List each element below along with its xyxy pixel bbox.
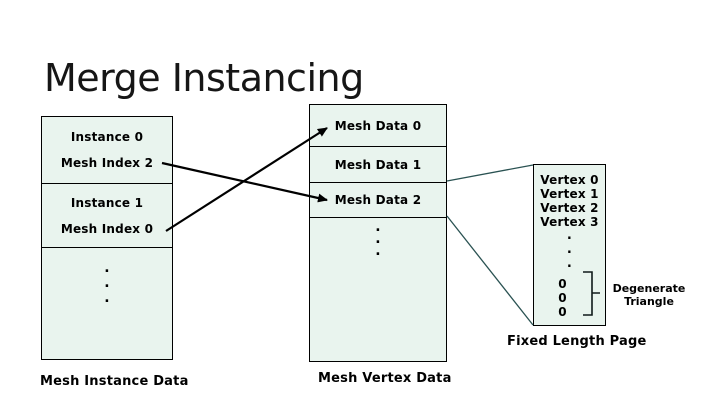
- ellipsis-dot: .: [375, 219, 381, 235]
- mesh-data-1-label: Mesh Data 1: [334, 157, 422, 172]
- arrow-mesh-index0-to-mesh-data0: [165, 127, 328, 232]
- instance-0-label: Instance 0: [70, 130, 144, 144]
- ellipsis-dot: .: [566, 242, 573, 257]
- degenerate-zero: 0: [558, 305, 567, 319]
- fixed-length-page-caption: Fixed Length Page: [507, 334, 647, 349]
- instance-table-box: Instance 0 Mesh Index 2 Instance 1 Mesh …: [41, 116, 173, 360]
- mesh-index-0-label: Mesh Index 0: [60, 221, 154, 236]
- ellipsis-dot: .: [375, 231, 381, 247]
- mesh-table-caption: Mesh Vertex Data: [318, 371, 452, 386]
- mesh-data-ellipsis-cell: . . .: [310, 217, 446, 363]
- ellipsis-dot: .: [104, 290, 110, 306]
- instance-table-caption: Mesh Instance Data: [40, 374, 189, 389]
- ellipsis-dot: .: [375, 243, 381, 259]
- degenerate-triangle-annotation: Degenerate Triangle: [610, 282, 688, 308]
- mesh-index-2-label: Mesh Index 2: [60, 156, 154, 170]
- connector-meshdata2-top-to-page: [446, 164, 534, 182]
- vertex-page-box: Vertex 0 Vertex 1 Vertex 2 Vertex 3 . . …: [533, 164, 606, 326]
- vertex-0-label: Vertex 0: [540, 173, 599, 187]
- arrow-mesh-index2-to-mesh-data2: [161, 161, 328, 203]
- ellipsis-dot: .: [566, 256, 573, 271]
- instance-ellipsis-cell: . . .: [42, 247, 172, 361]
- ellipsis-dot: .: [104, 275, 110, 291]
- vertex-1-label: Vertex 1: [540, 187, 599, 201]
- ellipsis-dot: .: [104, 260, 110, 276]
- instance-1-label: Instance 1: [70, 195, 144, 210]
- slide-title: Merge Instancing: [44, 56, 364, 100]
- vertex-3-label: Vertex 3: [540, 215, 599, 229]
- degenerate-annotation-line2: Triangle: [624, 295, 674, 308]
- degenerate-annotation-line1: Degenerate: [612, 282, 686, 295]
- degenerate-zero: 0: [558, 291, 567, 305]
- instance-cell-1: Instance 1 Mesh Index 0: [42, 183, 172, 247]
- degenerate-zero: 0: [558, 277, 567, 291]
- mesh-data-2-label: Mesh Data 2: [334, 193, 422, 207]
- connector-meshdata2-bottom-to-page: [446, 215, 534, 326]
- mesh-data-1-cell: Mesh Data 1: [310, 146, 446, 182]
- ellipsis-dot: .: [566, 228, 573, 243]
- mesh-data-table-box: Mesh Data 0 Mesh Data 1 Mesh Data 2 . . …: [309, 104, 447, 362]
- mesh-data-0-label: Mesh Data 0: [334, 118, 422, 133]
- vertex-2-label: Vertex 2: [540, 201, 599, 215]
- instance-cell-0: Instance 0 Mesh Index 2: [42, 117, 172, 183]
- mesh-data-2-cell: Mesh Data 2: [310, 182, 446, 217]
- mesh-data-0-cell: Mesh Data 0: [310, 105, 446, 146]
